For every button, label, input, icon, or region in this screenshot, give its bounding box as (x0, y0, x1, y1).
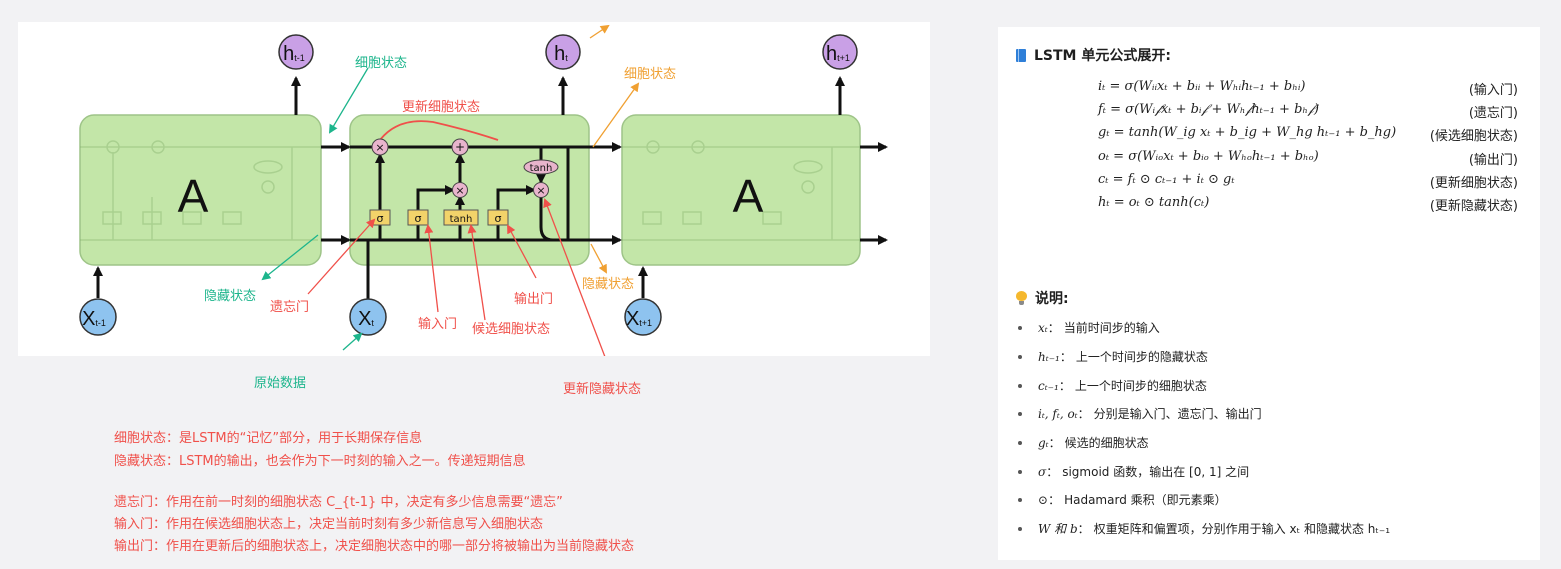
explain-section-title: 说明: (1016, 288, 1069, 308)
equation-formula: oₜ = σ(Wᵢₒxₜ + bᵢₒ + Wₕₒhₜ₋₁ + bₕₒ) (1098, 149, 1319, 164)
x-cur-node: Xt (349, 298, 387, 336)
equation-row: cₜ = fₜ ⊙ cₜ₋₁ + iₜ ⊙ gₜ (更新细胞状态) (1098, 170, 1518, 192)
label-update-hidden: 更新隐藏状态 (563, 382, 642, 397)
label-input-gate: 输入门 (418, 316, 457, 332)
bullet-icon (1018, 469, 1022, 474)
gate-forget-sigma: σ (369, 209, 391, 226)
svg-text:×: × (536, 184, 545, 197)
svg-text:Xt+1: Xt+1 (626, 308, 652, 330)
bullet-icon (1018, 440, 1022, 445)
label-candidate: 候选细胞状态 (472, 322, 550, 337)
op-input-multiply: × (452, 182, 468, 198)
svg-text:×: × (375, 141, 384, 154)
bullet-icon (1018, 354, 1022, 359)
label-raw-data: 原始数据 (254, 376, 307, 391)
svg-text:+: + (455, 140, 465, 154)
explain-item: cₜ₋₁：上一个时间步的细胞状态 (1018, 377, 1207, 394)
lstm-diagram: A A (79, 22, 888, 356)
x-prev-node: Xt-1 (79, 298, 117, 336)
note-cell-state: 细胞状态：是LSTM的“记忆”部分，用于长期保存信息 (114, 431, 423, 446)
svg-text:Xt-1: Xt-1 (82, 308, 106, 330)
formula-panel: LSTM 单元公式展开: iₜ = σ(Wᵢᵢxₜ + bᵢᵢ + Wₕᵢhₜ₋… (998, 27, 1540, 560)
lstm-cell-right: A (621, 114, 861, 266)
book-icon (1016, 48, 1026, 62)
equation-tag: (遗忘门) (1468, 106, 1518, 121)
bullet-icon (1018, 497, 1022, 502)
equation-row: fₜ = σ(Wᵢ𝒻xₜ + bᵢ𝒻 + Wₕ𝒻hₜ₋₁ + bₕ𝒻) (遗忘门… (1098, 100, 1518, 122)
bullet-icon (1018, 526, 1022, 531)
h-prev-node: ht-1 (278, 34, 314, 70)
label-hidden-right: 隐藏状态 (582, 277, 634, 292)
explain-item: gₜ：候选的细胞状态 (1018, 434, 1149, 451)
equation-row: iₜ = σ(Wᵢᵢxₜ + bᵢᵢ + Wₕᵢhₜ₋₁ + bₕᵢ) (输入门… (1098, 77, 1518, 99)
bullet-icon (1018, 325, 1022, 330)
svg-text:σ: σ (495, 212, 502, 225)
update-cell-curve (379, 120, 499, 141)
equation-formula: iₜ = σ(Wᵢᵢxₜ + bᵢᵢ + Wₕᵢhₜ₋₁ + bₕᵢ) (1098, 79, 1306, 94)
equation-tag: (候选细胞状态) (1429, 129, 1518, 144)
equation-tag: (输出门) (1468, 153, 1518, 168)
x-next-node: Xt+1 (624, 298, 662, 336)
gate-output-sigma: σ (487, 209, 509, 226)
note-hidden-state: 隐藏状态：LSTM的输出，也会作为下一时刻的输入之一。传递短期信息 (114, 454, 526, 469)
label-output: 输出 (600, 22, 626, 24)
note-input-gate: 输入门：作用在候选细胞状态上，决定当前时刻有多少新信息写入细胞状态 (114, 517, 544, 532)
cell-right-label: A (733, 170, 764, 222)
cell-left-label: A (178, 170, 209, 222)
equation-formula: fₜ = σ(Wᵢ𝒻xₜ + bᵢ𝒻 + Wₕ𝒻hₜ₋₁ + bₕ𝒻) (1098, 102, 1319, 117)
svg-text:ht-1: ht-1 (283, 43, 305, 65)
label-forget-gate: 遗忘门 (270, 300, 309, 315)
equation-row: gₜ = tanh(W_ig xₜ + b_ig + W_hg hₜ₋₁ + b… (1098, 123, 1518, 145)
explain-item: xₜ：当前时间步的输入 (1018, 319, 1160, 336)
label-cell-state-top: 细胞状态 (355, 56, 407, 71)
note-forget-gate: 遗忘门：作用在前一时刻的细胞状态 C_{t-1} 中，决定有多少信息需要“遗忘” (114, 495, 563, 510)
bullet-icon (1018, 411, 1022, 416)
lstm-cell-left: A (79, 114, 322, 266)
equation-formula: hₜ = oₜ ⊙ tanh(cₜ) (1098, 195, 1210, 210)
equation-row: hₜ = oₜ ⊙ tanh(cₜ) (更新隐藏状态) (1098, 193, 1518, 215)
op-output-multiply: × (533, 182, 549, 198)
equation-tag: (更新细胞状态) (1429, 176, 1518, 191)
gate-candidate-tanh: tanh (443, 209, 479, 226)
explain-item: W 和 b：权重矩阵和偏置项，分别作用于输入 xₜ 和隐藏状态 hₜ₋₁ (1018, 520, 1390, 537)
op-tanh-ellipse: tanh (523, 159, 559, 175)
svg-text:σ: σ (377, 212, 384, 225)
formula-section-title: LSTM 单元公式展开: (1016, 45, 1171, 65)
svg-text:tanh: tanh (450, 214, 473, 225)
equation-tag: (更新隐藏状态) (1429, 199, 1518, 214)
h-cur-node: ht (545, 34, 581, 70)
bullet-icon (1018, 383, 1022, 388)
equation-row: oₜ = σ(Wᵢₒxₜ + bᵢₒ + Wₕₒhₜ₋₁ + bₕₒ) (输出门… (1098, 147, 1518, 169)
equation-formula: gₜ = tanh(W_ig xₜ + b_ig + W_hg hₜ₋₁ + b… (1098, 125, 1397, 140)
label-cell-state-right: 细胞状态 (624, 67, 676, 82)
label-hidden-left: 隐藏状态 (204, 289, 256, 304)
equation-tag: (输入门) (1468, 83, 1518, 98)
note-output-gate: 输出门：作用在更新后的细胞状态上，决定细胞状态中的哪一部分将被输出为当前隐藏状态 (114, 539, 635, 554)
label-output-gate: 输出门 (514, 291, 553, 307)
explain-item: ⊙：Hadamard 乘积（即元素乘） (1018, 491, 1227, 508)
lstm-diagram-card: A A (18, 22, 930, 356)
lightbulb-icon (1016, 291, 1027, 305)
explain-item: hₜ₋₁：上一个时间步的隐藏状态 (1018, 348, 1208, 365)
svg-text:ht: ht (554, 43, 568, 65)
svg-text:σ: σ (415, 212, 422, 225)
equation-formula: cₜ = fₜ ⊙ cₜ₋₁ + iₜ ⊙ gₜ (1098, 172, 1235, 187)
h-next-node: ht+1 (822, 34, 858, 70)
svg-text:Xt: Xt (358, 308, 374, 330)
lstm-cell-middle (349, 114, 590, 266)
op-forget-multiply: × (371, 138, 389, 156)
op-add: + (451, 138, 469, 156)
svg-text:×: × (455, 184, 464, 197)
gate-input-sigma: σ (407, 209, 429, 226)
svg-text:tanh: tanh (530, 163, 553, 174)
label-update-cell: 更新细胞状态 (402, 99, 480, 115)
explain-item: σ：sigmoid 函数，输出在 [0, 1] 之间 (1018, 463, 1249, 480)
svg-text:ht+1: ht+1 (826, 43, 850, 65)
explain-item: iₜ, fₜ, oₜ：分别是输入门、遗忘门、输出门 (1018, 405, 1262, 422)
